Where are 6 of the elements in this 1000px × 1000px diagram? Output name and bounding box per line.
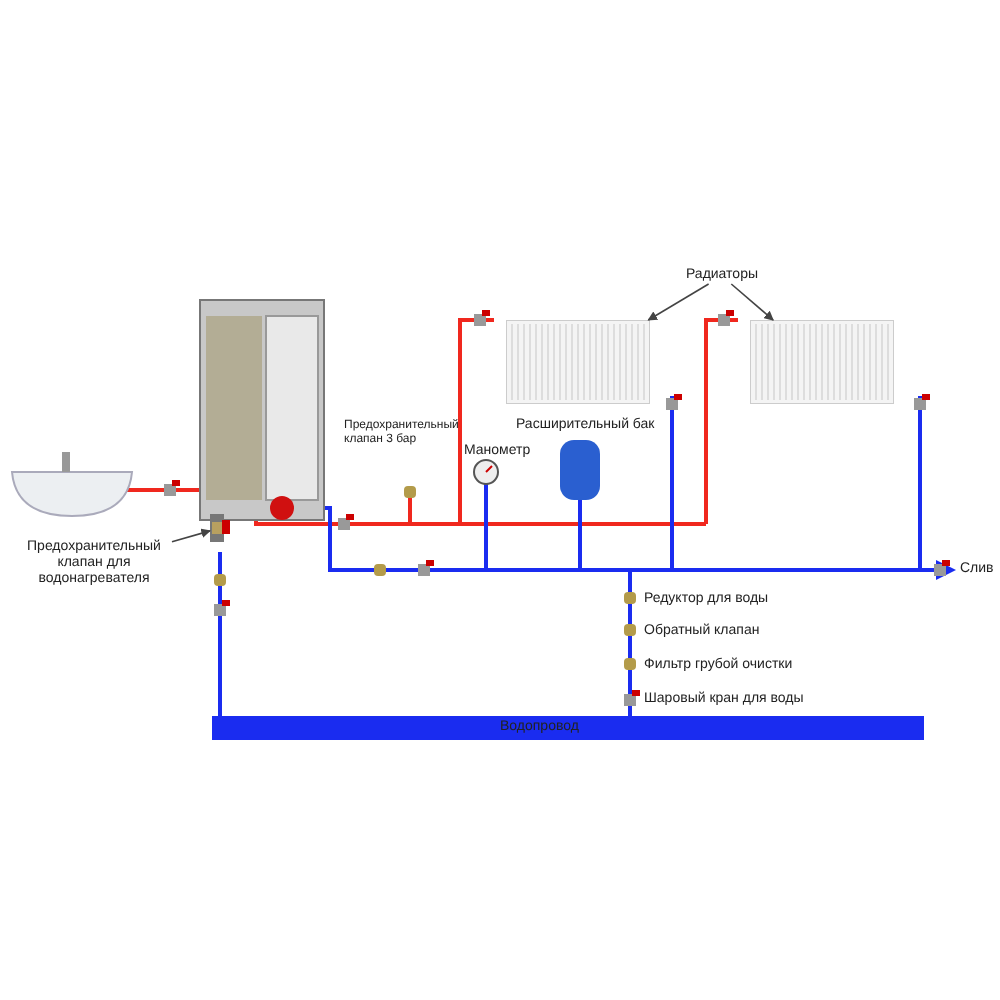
leader-line [730, 283, 774, 321]
radiator-drawing [506, 320, 650, 404]
radiator-drawing [750, 320, 894, 404]
leader-line [171, 528, 211, 543]
leader-line [647, 283, 710, 321]
safety-valve-icon [210, 514, 230, 542]
